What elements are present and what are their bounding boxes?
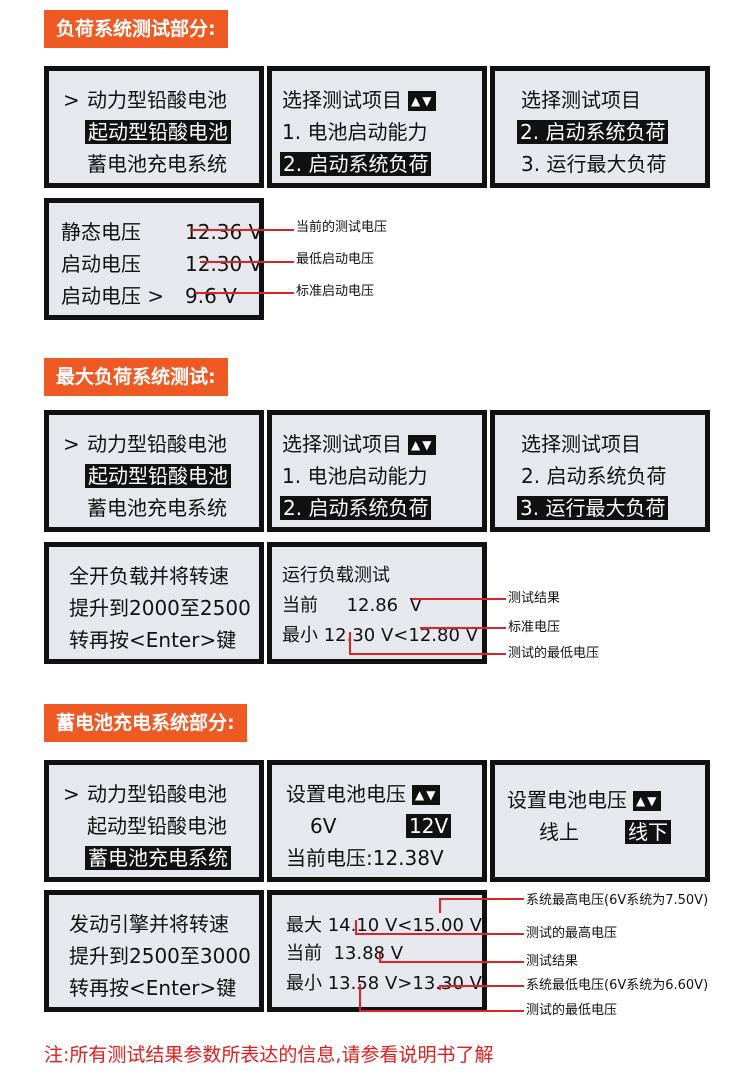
max-load-result-panel: 运行负载测试 当前 12.86 V 最小 12.30 V<12.80 V (267, 542, 487, 664)
note-max-test-voltage: 测试的最高电压 (526, 926, 618, 941)
up-down-arrow-icon: ▲▼ (412, 785, 441, 805)
select-panel-option3[interactable]: 选择测试项目 2. 启动系统负荷 3. 运行最大负荷 (490, 410, 710, 532)
up-down-arrow-icon: ▲▼ (408, 91, 437, 111)
prompt-line-2: 提升到2500至3000 (69, 944, 251, 968)
up-down-arrow-icon: ▲▼ (633, 791, 662, 811)
charge-result-panel: 最大 14.10 V<15.00 V 当前 13.88 V 最小 13.58 V… (267, 890, 487, 1012)
select-title: 选择测试项目 ▲▼ (282, 429, 437, 459)
menu-item-start-battery[interactable]: 起动型铅酸电池 (85, 461, 231, 491)
select-title: 选择测试项目 (521, 88, 641, 112)
select-panel-option1-2[interactable]: 选择测试项目 ▲▼ 1. 电池启动能力 2. 启动系统负荷 (267, 410, 487, 532)
line-select-panel[interactable]: 设置电池电压 ▲▼ 线上 线下 (490, 760, 710, 882)
static-voltage-label: 静态电压 (61, 220, 141, 244)
menu-item-label: 起动型铅酸电池 (85, 120, 231, 144)
prompt-line-1: 全开负载并将转速 (69, 564, 229, 588)
menu-item-power-battery[interactable]: 动力型铅酸电池 (87, 432, 227, 456)
option-max-load[interactable]: 3. 运行最大负荷 (521, 152, 667, 176)
option-battery-start[interactable]: 1. 电池启动能力 (282, 464, 428, 488)
menu-cursor: > (63, 782, 80, 806)
option-start-load[interactable]: 2. 启动系统负荷 (280, 149, 432, 179)
menu-item-label: 蓄电池充电系统 (85, 846, 231, 870)
voltage-option-12v[interactable]: 12V (406, 811, 452, 841)
result-title: 运行负载测试 (282, 565, 390, 586)
menu-item-charging-system[interactable]: 蓄电池充电系统 (85, 843, 231, 873)
up-down-arrow-icon: ▲▼ (408, 435, 437, 455)
option-battery-start[interactable]: 1. 电池启动能力 (282, 120, 428, 144)
note-standard-voltage: 标准电压 (508, 620, 561, 635)
section-header-text: 最大负荷系统测试: (56, 366, 216, 388)
select-title-text: 选择测试项目 (282, 432, 402, 456)
select-title: 选择测试项目 (521, 432, 641, 456)
menu-item-label: 起动型铅酸电池 (85, 464, 231, 488)
menu-cursor: > (63, 88, 80, 112)
voltage-option-label: 12V (406, 814, 452, 838)
option-label: 3. 运行最大负荷 (517, 496, 669, 520)
line-title-text: 设置电池电压 (507, 788, 627, 812)
section-header-max-load: 最大负荷系统测试: (44, 358, 228, 396)
start-voltage-value: 12.30 V (185, 252, 263, 276)
standard-voltage-label: 启动电压 > (61, 284, 165, 308)
note-system-max-voltage: 系统最高电压(6V系统为7.50V) (526, 893, 709, 908)
voltage-title: 设置电池电压 ▲▼ (286, 779, 441, 809)
section-header-text: 负荷系统测试部分: (56, 18, 216, 40)
note-current-test-voltage: 当前的测试电压 (296, 220, 388, 235)
menu-panel-battery-type[interactable]: > 动力型铅酸电池 起动型铅酸电池 蓄电池充电系统 (44, 66, 264, 188)
note-system-min-voltage: 系统最低电压(6V系统为6.60V) (526, 978, 709, 993)
menu-panel-battery-type-3[interactable]: > 动力型铅酸电池 起动型铅酸电池 蓄电池充电系统 (44, 760, 264, 882)
result-min: 最小 13.58 V>13.30 V (286, 973, 482, 994)
note-min-start-voltage: 最低启动电压 (296, 252, 375, 267)
start-voltage-label: 启动电压 (61, 252, 141, 276)
option-label: 2. 启动系统负荷 (280, 152, 432, 176)
menu-item-power-battery[interactable]: 动力型铅酸电池 (87, 782, 227, 806)
section-header-charging: 蓄电池充电系统部分: (44, 704, 247, 742)
prompt-line-1: 发动引擎并将转速 (69, 912, 229, 936)
note-min-test-voltage: 测试的最低电压 (508, 646, 600, 661)
note-test-result: 测试结果 (508, 591, 561, 606)
current-voltage: 当前电压:12.38V (286, 846, 444, 870)
option-label: 2. 启动系统负荷 (280, 496, 432, 520)
menu-item-start-battery[interactable]: 起动型铅酸电池 (85, 117, 231, 147)
menu-item-charging-system[interactable]: 蓄电池充电系统 (87, 152, 227, 176)
charge-prompt-panel: 发动引擎并将转速 提升到2500至3000 转再按<Enter>键 (44, 890, 264, 1012)
select-title-text: 选择测试项目 (282, 88, 402, 112)
result-current: 当前 13.88 V (286, 943, 404, 964)
voltage-option-6v[interactable]: 6V (310, 814, 337, 838)
line-option-down[interactable]: 线下 (625, 817, 671, 847)
menu-item-charging-system[interactable]: 蓄电池充电系统 (87, 496, 227, 520)
line-option-up[interactable]: 线上 (539, 820, 579, 844)
note-standard-start-voltage: 标准启动电压 (296, 284, 375, 299)
option-max-load[interactable]: 3. 运行最大负荷 (517, 493, 669, 523)
load-result-panel: 静态电压 12.36 V 启动电压 12.30 V 启动电压 > 9.6 V (44, 198, 264, 320)
note-test-result: 测试结果 (526, 954, 579, 969)
voltage-title-text: 设置电池电压 (286, 782, 406, 806)
option-label: 2. 启动系统负荷 (517, 120, 669, 144)
max-load-prompt-panel: 全开负载并将转速 提升到2000至2500 转再按<Enter>键 (44, 542, 264, 664)
select-title: 选择测试项目 ▲▼ (282, 85, 437, 115)
battery-voltage-panel[interactable]: 设置电池电压 ▲▼ 6V 12V 当前电压:12.38V (267, 760, 487, 882)
select-panel-option1[interactable]: 选择测试项目 ▲▼ 1. 电池启动能力 2. 启动系统负荷 (267, 66, 487, 188)
section-header-text: 蓄电池充电系统部分: (56, 712, 235, 734)
footer-note: 注:所有测试结果参数所表达的信息,请参看说明书了解 (44, 1044, 494, 1066)
option-start-load[interactable]: 2. 启动系统负荷 (280, 493, 432, 523)
menu-item-power-battery[interactable]: 动力型铅酸电池 (87, 88, 227, 112)
prompt-line-2: 提升到2000至2500 (69, 596, 251, 620)
static-voltage-value: 12.36 V (185, 220, 263, 244)
prompt-line-3: 转再按<Enter>键 (69, 628, 237, 652)
line-title: 设置电池电压 ▲▼ (507, 785, 662, 815)
result-max: 最大 14.10 V<15.00 V (286, 915, 482, 936)
option-start-load[interactable]: 2. 启动系统负荷 (517, 117, 669, 147)
standard-voltage-value: 9.6 V (185, 284, 237, 308)
menu-cursor: > (63, 432, 80, 456)
note-min-test-voltage: 测试的最低电压 (526, 1003, 618, 1018)
option-start-load[interactable]: 2. 启动系统负荷 (521, 464, 667, 488)
section-header-load-test: 负荷系统测试部分: (44, 10, 228, 48)
prompt-line-3: 转再按<Enter>键 (69, 976, 237, 1000)
result-min: 最小 12.30 V<12.80 V (282, 625, 478, 646)
menu-item-start-battery[interactable]: 起动型铅酸电池 (87, 814, 227, 838)
select-panel-option2[interactable]: 选择测试项目 2. 启动系统负荷 3. 运行最大负荷 (490, 66, 710, 188)
line-option-label: 线下 (625, 820, 671, 844)
result-current: 当前 12.86 V (282, 595, 422, 616)
menu-panel-battery-type-2[interactable]: > 动力型铅酸电池 起动型铅酸电池 蓄电池充电系统 (44, 410, 264, 532)
